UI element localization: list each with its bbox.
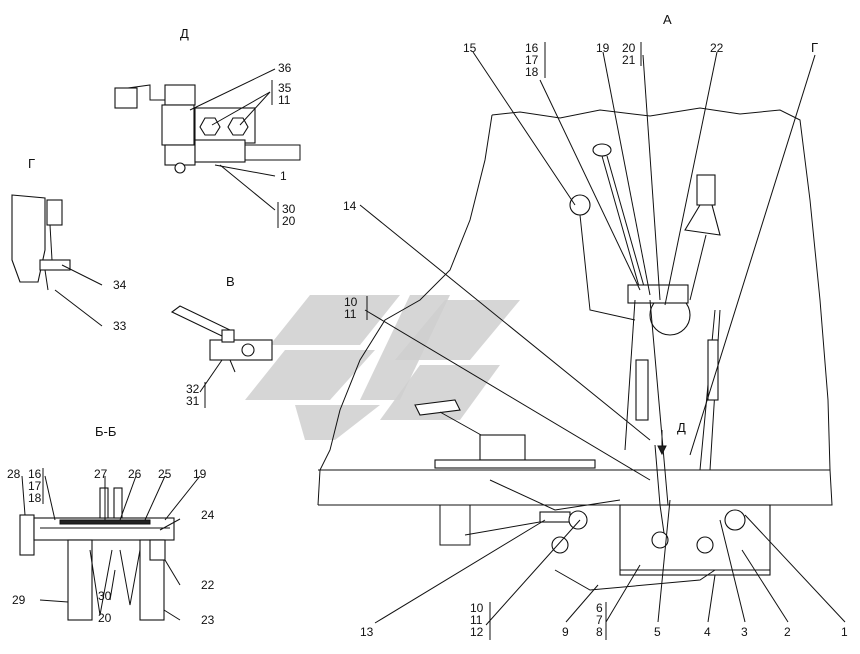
- callout-16: 16: [525, 41, 539, 55]
- callout-bb-30: 30: [98, 589, 112, 603]
- pedal-assembly: [414, 399, 746, 591]
- callout-19: 19: [596, 41, 610, 55]
- leader-lines: [21, 51, 846, 626]
- callout-9: 9: [562, 625, 569, 639]
- view-v-title: В: [226, 274, 235, 289]
- view-arrows: [657, 430, 667, 456]
- callout-1: 1: [841, 625, 848, 639]
- callout-11: 11: [344, 307, 357, 321]
- callout-bb-17: 17: [28, 479, 42, 493]
- callout-30: 30: [282, 202, 296, 216]
- view-a-title: А: [663, 12, 672, 27]
- detail-view-v: [170, 305, 273, 373]
- view-g-arrow-label: Г: [811, 40, 818, 55]
- label-bars: [42, 42, 642, 640]
- callout-22: 22: [710, 41, 724, 55]
- callout-29: 29: [12, 593, 26, 607]
- control-levers: [569, 143, 721, 541]
- callout-25: 25: [158, 467, 172, 481]
- callout-20: 20: [622, 41, 636, 55]
- callout-32: 32: [186, 382, 200, 396]
- view-d-arrow-label: Д: [677, 420, 686, 435]
- callout-17: 17: [525, 53, 539, 67]
- callout-bb-19: 19: [193, 467, 207, 481]
- callout-15: 15: [463, 41, 477, 55]
- callout-11c: 11: [278, 93, 291, 107]
- callout-bb-18: 18: [28, 491, 42, 505]
- callout-8: 8: [596, 625, 603, 639]
- callout-11b: 11: [470, 613, 483, 627]
- callout-bb-20: 20: [98, 611, 112, 625]
- callout-28: 28: [7, 467, 21, 481]
- callout-26: 26: [128, 467, 142, 481]
- callout-27: 27: [94, 467, 108, 481]
- callout-12: 12: [470, 625, 484, 639]
- callout-5: 5: [654, 625, 661, 639]
- callout-bb-16: 16: [28, 467, 42, 481]
- callout-36: 36: [278, 61, 292, 75]
- detail-view-g: [11, 194, 71, 291]
- callout-10: 10: [344, 295, 358, 309]
- callout-18: 18: [525, 65, 539, 79]
- callout-4: 4: [704, 625, 711, 639]
- section-bb-title: Б-Б: [95, 424, 116, 439]
- callout-21: 21: [622, 53, 636, 67]
- callout-3: 3: [741, 625, 748, 639]
- view-d-title: Д: [180, 26, 189, 41]
- callout-20b: 20: [282, 214, 296, 228]
- callout-10b: 10: [470, 601, 484, 615]
- callout-23: 23: [201, 613, 215, 627]
- callout-24: 24: [201, 508, 215, 522]
- callout-35: 35: [278, 81, 292, 95]
- view-g-title: Г: [28, 156, 35, 171]
- callout-14: 14: [343, 199, 357, 213]
- callout-31: 31: [186, 394, 200, 408]
- detail-view-d: [114, 84, 301, 174]
- callout-2: 2: [784, 625, 791, 639]
- callout-7: 7: [596, 613, 603, 627]
- section-bb: [19, 487, 175, 621]
- watermark-logo: [245, 295, 520, 440]
- callout-bb-22: 22: [201, 578, 215, 592]
- callout-33: 33: [113, 319, 127, 333]
- callout-34: 34: [113, 278, 127, 292]
- callout-6: 6: [596, 601, 603, 615]
- callout-13: 13: [360, 625, 374, 639]
- callout-d-1: 1: [280, 169, 287, 183]
